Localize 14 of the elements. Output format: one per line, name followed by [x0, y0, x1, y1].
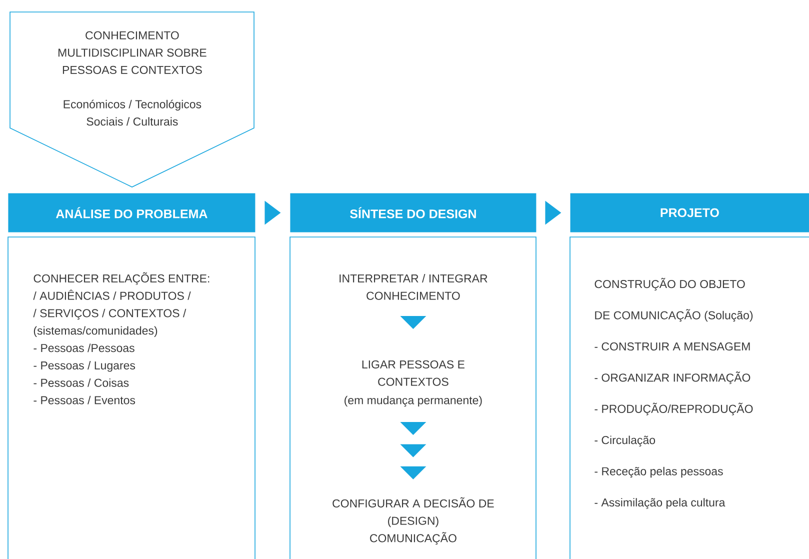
column-panel: CONSTRUÇÃO DO OBJETO DE COMUNICAÇÃO (Solução) - CONSTRUIR A MENSAGEM - ORGANIZAR INFORMAÇÃO - PRODUÇÃO/REPRODUÇÃO - Circulação - Receção pelas pessoas - Assimilação pela cultura: [570, 236, 809, 559]
header-bar: SÍNTESE DO DESIGN: [290, 193, 536, 232]
header-bar: ANÁLISE DO PROBLEMA: [8, 193, 256, 232]
arrow: [400, 316, 426, 329]
pentagon-box: CONHECIMENTO MULTIDISCIPLINAR SOBRE PESSOAS E CONTEXTOS Económicos / Tecnológicos Sociais / Culturais: [10, 12, 254, 188]
header-bar: PROJETO: [570, 193, 809, 232]
arrow: [264, 200, 281, 225]
column-panel: [290, 236, 536, 559]
arrow: [545, 200, 562, 225]
column-panel: CONHECER RELAÇÕES ENTRE: / AUDIÊNCIAS / PRODUTOS / / SERVIÇOS / CONTEXTOS / (sistemas/comunidades) - Pessoas /Pessoas - Pessoas / Lugares - Pessoas / Coisas - Pessoas / Eventos: [8, 236, 256, 559]
step-text: LIGAR PESSOAS E CONTEXTOS (em mudança permanente): [344, 360, 482, 407]
arrow: [400, 422, 426, 480]
step-text: INTERPRETAR / INTEGRAR CONHECIMENTO: [340, 274, 488, 300]
step-text: CONFIGURAR A DECISÃO DE (DESIGN) COMUNICAÇÃO: [332, 497, 494, 545]
